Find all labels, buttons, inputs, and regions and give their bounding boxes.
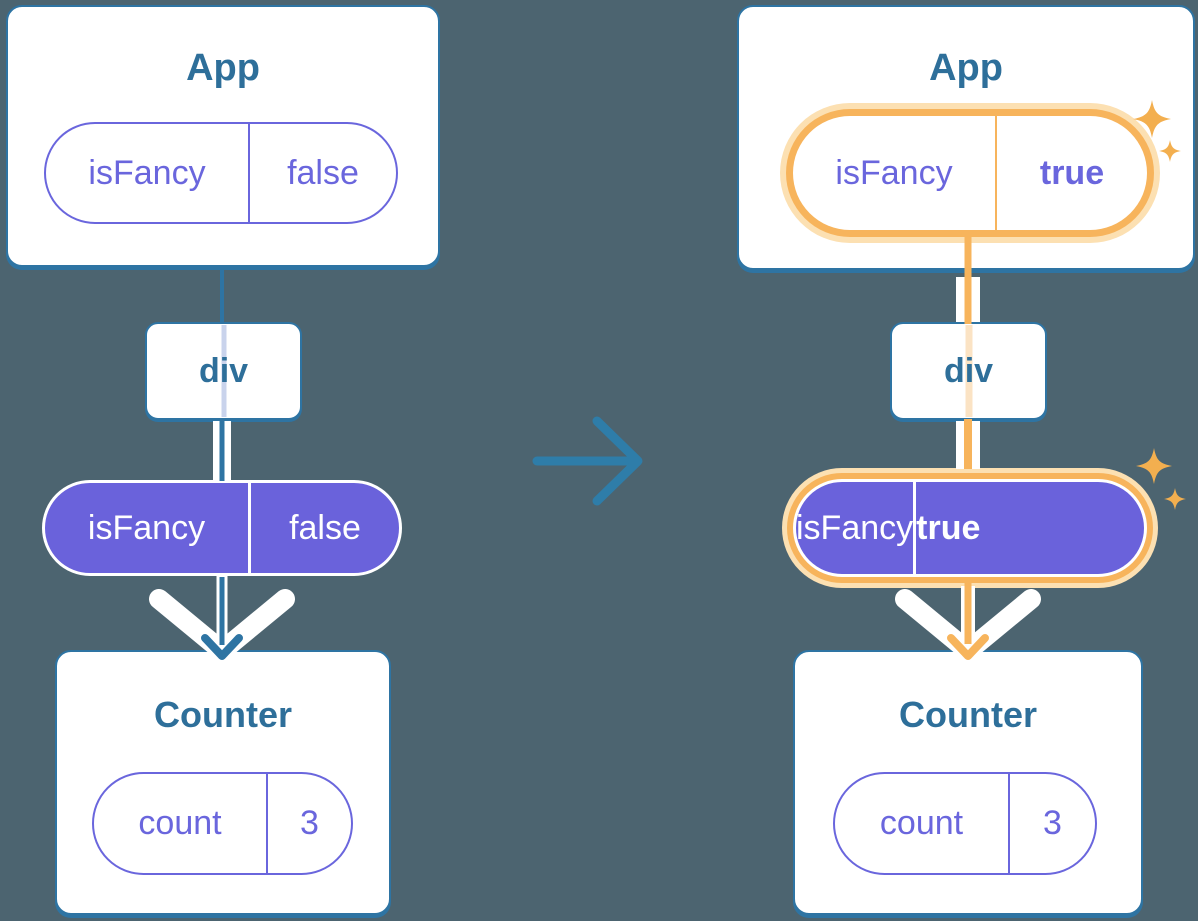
prop-value: true xyxy=(916,508,981,547)
passed-prop-pill-highlighted: isFancy true xyxy=(782,468,1158,588)
connector-prop-to-counter-before xyxy=(149,575,295,661)
state-name: count xyxy=(94,774,268,873)
prop-name: isFancy xyxy=(793,116,997,230)
state-pill: count 3 xyxy=(92,772,353,875)
div-card: div xyxy=(145,322,302,420)
prop-name: isFancy xyxy=(796,482,917,574)
component-title: Counter xyxy=(154,694,292,735)
component-title: App xyxy=(929,47,1003,89)
div-label: div xyxy=(198,351,249,390)
prop-name: isFancy xyxy=(46,124,250,222)
prop-trace-line xyxy=(221,325,226,417)
state-value: 3 xyxy=(1043,804,1062,842)
div-label: div xyxy=(943,351,994,390)
prop-value: false xyxy=(287,153,359,192)
highlight-ring: isFancy true xyxy=(786,109,1154,237)
prop-value: false xyxy=(289,508,361,547)
div-card: div xyxy=(890,322,1047,420)
passed-prop-pill: isFancy true xyxy=(793,479,1147,577)
prop-name: isFancy xyxy=(45,483,251,573)
transition-arrow-icon xyxy=(532,416,643,506)
component-title: Counter xyxy=(899,694,1037,735)
passed-prop-pill: isFancy false xyxy=(42,480,402,576)
component-title: App xyxy=(186,47,260,89)
prop-pill-highlighted: isFancy true xyxy=(780,103,1160,243)
state-pill: count 3 xyxy=(833,772,1097,875)
white-chevron xyxy=(149,589,295,661)
state-name: count xyxy=(835,774,1010,873)
prop-pill: isFancy false xyxy=(44,122,398,224)
connector-prop-to-counter-after xyxy=(895,582,1041,661)
state-value: 3 xyxy=(300,804,319,842)
prop-pill: isFancy true xyxy=(793,116,1147,230)
highlight-ring: isFancy true xyxy=(787,473,1153,583)
white-chevron xyxy=(895,589,1041,661)
prop-value: true xyxy=(1039,153,1105,192)
prop-trace-line xyxy=(965,325,972,417)
